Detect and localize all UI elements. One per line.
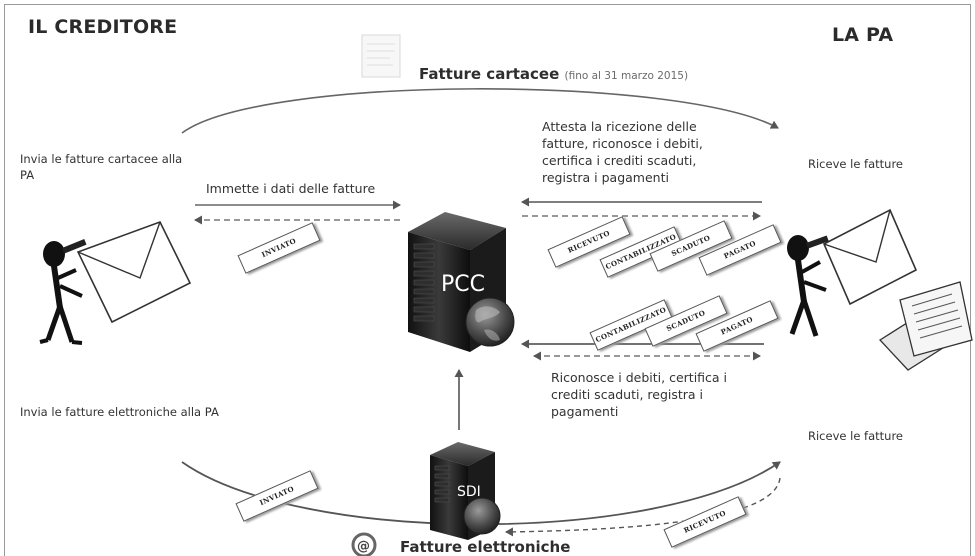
creditor-electronic-text: Invia le fatture elettroniche alla PA: [20, 405, 219, 419]
diagram-frame: [4, 4, 971, 556]
paper-flow-title: Fatture cartacee (fino al 31 marzo 2015): [419, 65, 688, 83]
creditor-paper-text: Invia le fatture cartacee alla PA: [20, 152, 183, 182]
at-sign-icon: @: [351, 532, 377, 556]
svg-text:@: @: [357, 539, 370, 554]
pa-electronic-text: Riceve le fatture: [808, 429, 903, 443]
pcc-label: PCC: [441, 272, 485, 297]
pcc-server-icon: [408, 212, 515, 352]
paper-flow-note: (fino al 31 marzo 2015): [564, 70, 689, 82]
pa-paper-text: Riceve le fatture: [808, 157, 903, 171]
electronic-flow-title: Fatture elettroniche: [400, 538, 571, 556]
attest-label: Attesta la ricezione delle fatture, rico…: [542, 119, 703, 185]
sdi-server-icon: [430, 442, 501, 540]
recognize-label: Riconosce i debiti, certifica i crediti …: [551, 370, 728, 419]
insert-data-label: Immette i dati delle fatture: [206, 181, 376, 196]
pa-figure-icon: [787, 208, 973, 371]
creditor-header: IL CREDITORE: [28, 16, 178, 38]
paper-flow-label: Fatture cartacee: [419, 65, 560, 83]
creditor-figure-icon: [39, 221, 192, 345]
paper-document-icon: [361, 34, 401, 78]
pa-header: LA PA: [832, 24, 894, 46]
paper-invoice-arc: [181, 88, 779, 134]
sdi-label: SDI: [457, 484, 481, 500]
invoice-documents-icon: [878, 281, 973, 371]
